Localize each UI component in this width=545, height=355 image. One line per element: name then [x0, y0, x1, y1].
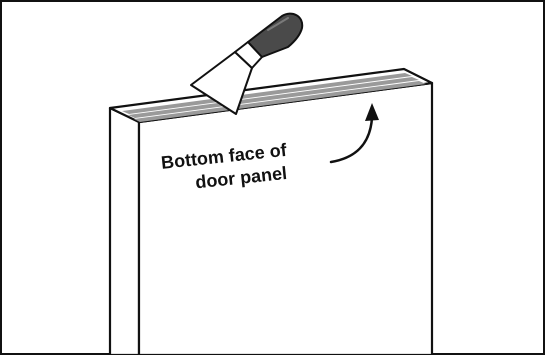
scraper-handle-highlight	[267, 17, 289, 31]
arrow-head	[365, 103, 379, 121]
curved-arrow-icon	[329, 116, 374, 164]
panel-top-stripes	[122, 73, 426, 122]
panel-front-face	[137, 81, 434, 355]
scraper-icon	[247, 12, 304, 58]
panel-side-face	[108, 106, 141, 355]
